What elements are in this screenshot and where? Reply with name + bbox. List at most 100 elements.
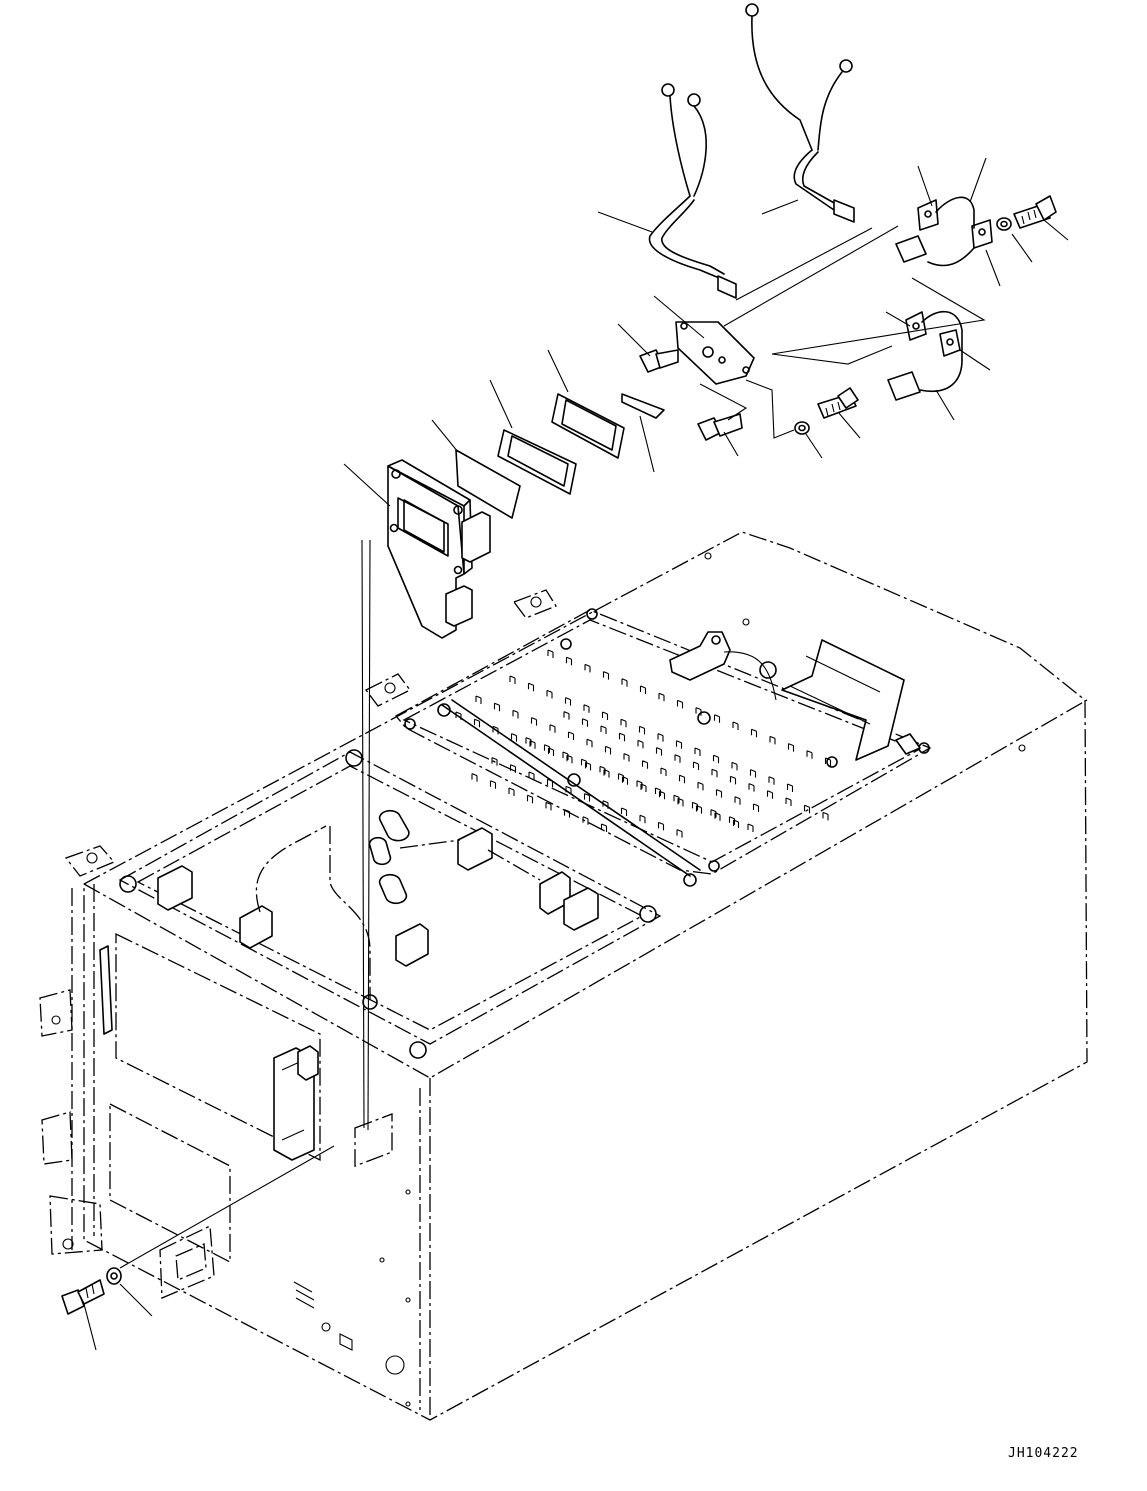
vent-slot: [545, 745, 550, 753]
vent-slot: [695, 748, 700, 756]
vent-slot: [566, 698, 571, 706]
vent-slot: [643, 761, 648, 769]
vent-slot: [585, 794, 590, 802]
monitor-bracket: [388, 460, 490, 638]
vent-slot: [601, 726, 606, 734]
vent-slot: [733, 722, 738, 730]
vent-slot: [640, 726, 645, 734]
vent-slot: [786, 798, 791, 806]
vent-slot: [640, 815, 645, 823]
vent-slot: [730, 817, 735, 825]
vent-slot: [456, 712, 461, 720]
vent-slot: [754, 804, 759, 812]
vent-slot: [491, 781, 496, 789]
vent-slot: [585, 664, 590, 672]
vent-slot: [656, 788, 661, 796]
vent-slot: [751, 770, 756, 778]
vent-slot: [582, 759, 587, 767]
vent-slot: [735, 797, 740, 805]
vent-grille-panel: [396, 609, 930, 886]
vent-slot: [528, 795, 533, 803]
vent-slot: [566, 786, 571, 794]
fuse-harness-1: [896, 197, 992, 265]
vent-slot: [826, 758, 831, 766]
washer: [795, 422, 809, 434]
vent-slot: [659, 693, 664, 701]
console-box-phantom: [40, 532, 1087, 1420]
vent-slot: [567, 755, 572, 763]
hex-bolt: [62, 1280, 104, 1314]
vent-slot: [495, 703, 500, 711]
vent-slot: [550, 725, 555, 733]
vent-slot: [805, 805, 810, 813]
vent-slot: [546, 802, 551, 810]
vent-slot: [660, 791, 665, 799]
vent-slot: [712, 769, 717, 777]
vent-slot: [476, 696, 481, 704]
vent-slot: [513, 710, 518, 718]
vent-slot: [732, 762, 737, 770]
vent-slot: [714, 755, 719, 763]
vent-slot: [658, 734, 663, 742]
vent-slot: [512, 734, 517, 742]
vent-slot: [602, 824, 607, 832]
vent-slot: [789, 744, 794, 752]
vent-slot: [696, 708, 701, 716]
vent-slot: [693, 802, 698, 810]
vent-slot: [472, 774, 477, 782]
vent-slot: [526, 738, 531, 746]
vent-slot: [511, 765, 516, 773]
vent-slot: [567, 657, 572, 665]
vent-slot: [734, 820, 739, 828]
vent-slot: [661, 768, 666, 776]
vent-slot: [659, 822, 664, 830]
vent-slot: [492, 758, 497, 766]
drawing-code-label: JH104222: [1008, 1446, 1079, 1461]
vent-slot: [606, 746, 611, 754]
washer: [997, 218, 1011, 230]
vent-slot: [604, 770, 609, 778]
vent-slot: [564, 712, 569, 720]
left-recess-frame: [100, 750, 660, 1160]
vent-slot: [749, 784, 754, 792]
vent-slot: [586, 762, 591, 770]
callout-leaders: [84, 158, 1068, 1350]
vent-slot: [510, 676, 515, 684]
vent-slot: [823, 812, 828, 820]
label-plate: [622, 394, 664, 418]
vent-slot: [620, 733, 625, 741]
hex-bolt: [1014, 196, 1056, 228]
vent-slot: [563, 752, 568, 760]
vent-slot: [583, 719, 588, 727]
vent-slot: [548, 779, 553, 787]
gasket-frame-1: [498, 430, 576, 494]
vent-slot: [529, 772, 534, 780]
vent-slot: [807, 751, 812, 759]
vent-slot: [547, 690, 552, 698]
vent-slot: [715, 813, 720, 821]
vent-slot: [678, 700, 683, 708]
vent-slot: [641, 686, 646, 694]
vent-slot: [770, 736, 775, 744]
vent-slot: [623, 777, 628, 785]
vent-slot: [622, 679, 627, 687]
vent-slot: [698, 782, 703, 790]
vent-slot: [697, 806, 702, 814]
vent-slot: [752, 729, 757, 737]
vent-slot: [565, 810, 570, 818]
flange-bolt: [640, 350, 678, 372]
vent-slot: [678, 798, 683, 806]
vent-slot: [584, 705, 589, 713]
protective-film: [456, 450, 520, 518]
mounting-plate: [676, 322, 754, 384]
vent-slot: [548, 650, 553, 658]
vent-slot: [768, 791, 773, 799]
assembly-lines: [120, 226, 984, 1268]
vent-slot: [711, 810, 716, 818]
vent-slot: [694, 762, 699, 770]
vent-slot: [475, 719, 480, 727]
vent-slot: [549, 748, 554, 756]
hex-bolt: [818, 388, 858, 418]
vent-slot: [509, 788, 514, 796]
